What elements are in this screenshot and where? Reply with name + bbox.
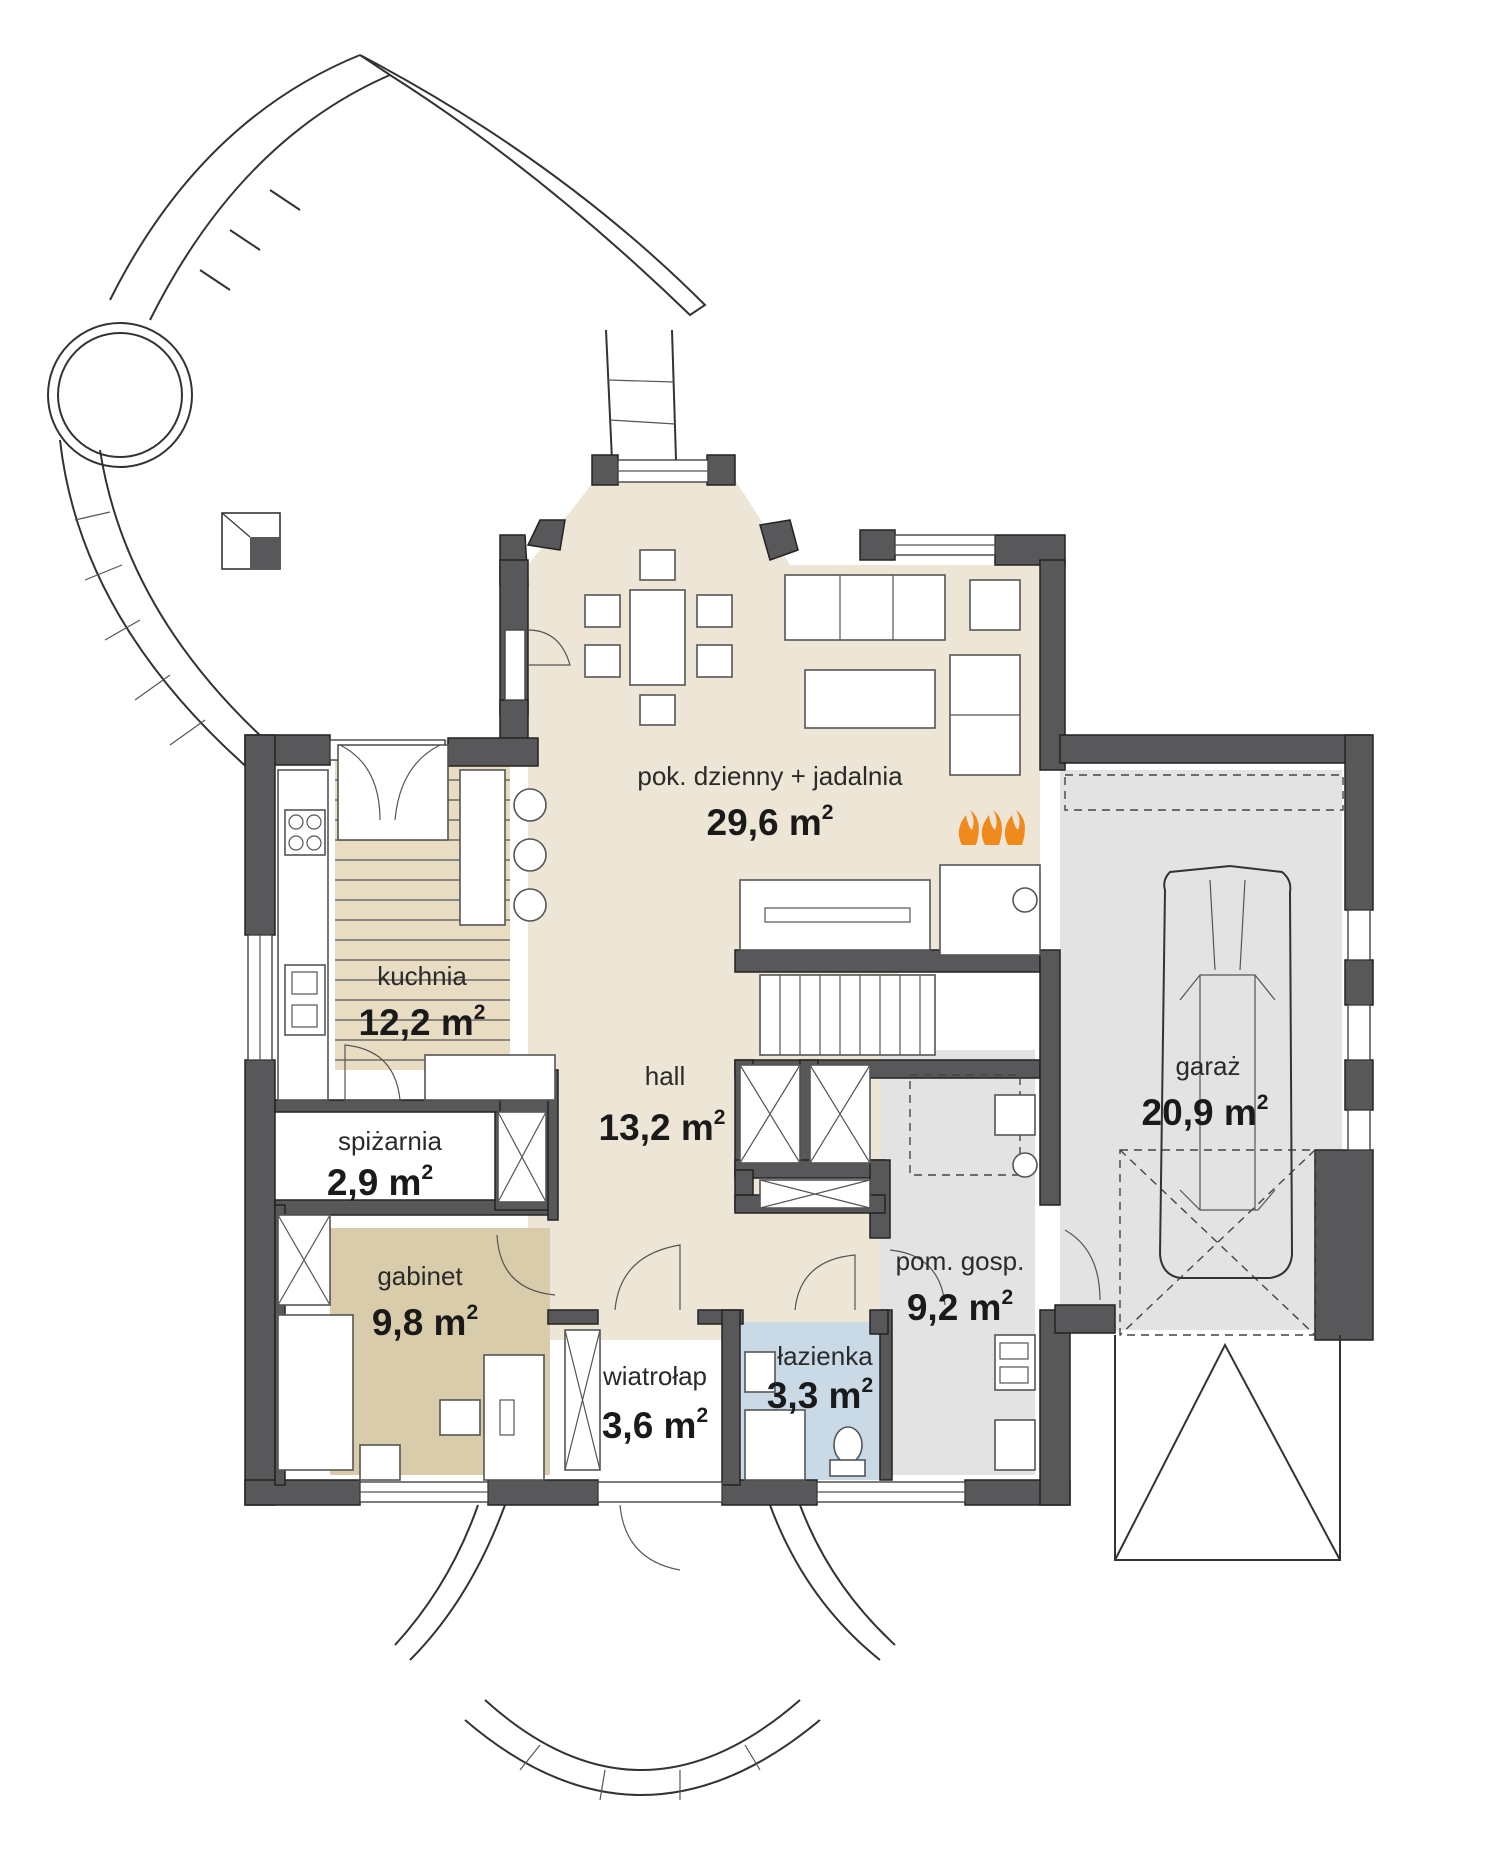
sofa-set <box>784 574 1021 776</box>
room-label-garage: garaż 20,9 m2 <box>1142 1051 1269 1133</box>
room-name-garage: garaż <box>1175 1051 1240 1081</box>
hall-wardrobes <box>564 1064 1036 1471</box>
room-name-pantry: spiżarnia <box>338 1126 443 1156</box>
room-area-bathroom: 3,3 m2 <box>767 1374 873 1416</box>
room-name-kitchen: kuchnia <box>377 961 467 991</box>
dining-table-set <box>584 549 733 726</box>
garden-path <box>59 54 707 771</box>
room-area-hall: 13,2 m2 <box>599 1106 726 1148</box>
office-furniture <box>277 1314 545 1481</box>
room-area-garage: 20,9 m2 <box>1142 1091 1269 1133</box>
room-name-bathroom: łazienka <box>777 1341 873 1371</box>
entrance-steps <box>394 1504 896 1801</box>
room-label-kitchen: kuchnia 12,2 m2 <box>359 961 486 1043</box>
room-name-vestibule: wiatrołap <box>602 1361 707 1391</box>
room-label-bathroom: łazienka 3,3 m2 <box>767 1341 873 1416</box>
room-label-office: gabinet 9,8 m2 <box>372 1261 478 1343</box>
room-label-vestibule: wiatrołap 3,6 m2 <box>602 1361 708 1446</box>
room-area-utility: 9,2 m2 <box>907 1286 1013 1328</box>
pantry-shelves <box>277 1111 547 1306</box>
room-label-hall: hall 13,2 m2 <box>599 1061 726 1148</box>
room-name-utility: pom. gosp. <box>896 1246 1025 1276</box>
windows <box>247 459 1371 1503</box>
pergola-circle <box>47 322 193 468</box>
room-area-living: 29,6 m2 <box>707 801 834 843</box>
garage-door-outline <box>1064 774 1344 1561</box>
room-area-kitchen: 12,2 m2 <box>359 1001 486 1043</box>
column-pedestal <box>221 512 281 570</box>
room-name-living: pok. dzienny + jadalnia <box>637 761 903 791</box>
room-name-hall: hall <box>645 1061 685 1091</box>
room-area-vestibule: 3,6 m2 <box>602 1404 708 1446</box>
bathroom-fixtures <box>744 1351 866 1481</box>
room-label-pantry: spiżarnia 2,9 m2 <box>327 1126 443 1203</box>
fireplace <box>739 810 1041 956</box>
floor-garage <box>1060 770 1342 1330</box>
kitchen-furniture <box>277 744 556 1101</box>
room-label-utility: pom. gosp. 9,2 m2 <box>896 1246 1025 1328</box>
doors <box>344 629 1101 1571</box>
room-name-office: gabinet <box>377 1261 463 1291</box>
utility-fixtures <box>994 1152 1038 1471</box>
room-area-pantry: 2,9 m2 <box>327 1161 433 1203</box>
room-label-living: pok. dzienny + jadalnia 29,6 m2 <box>637 761 903 843</box>
room-area-office: 9,8 m2 <box>372 1301 478 1343</box>
stairs <box>759 974 1021 1176</box>
car-icon <box>1158 864 1294 1279</box>
